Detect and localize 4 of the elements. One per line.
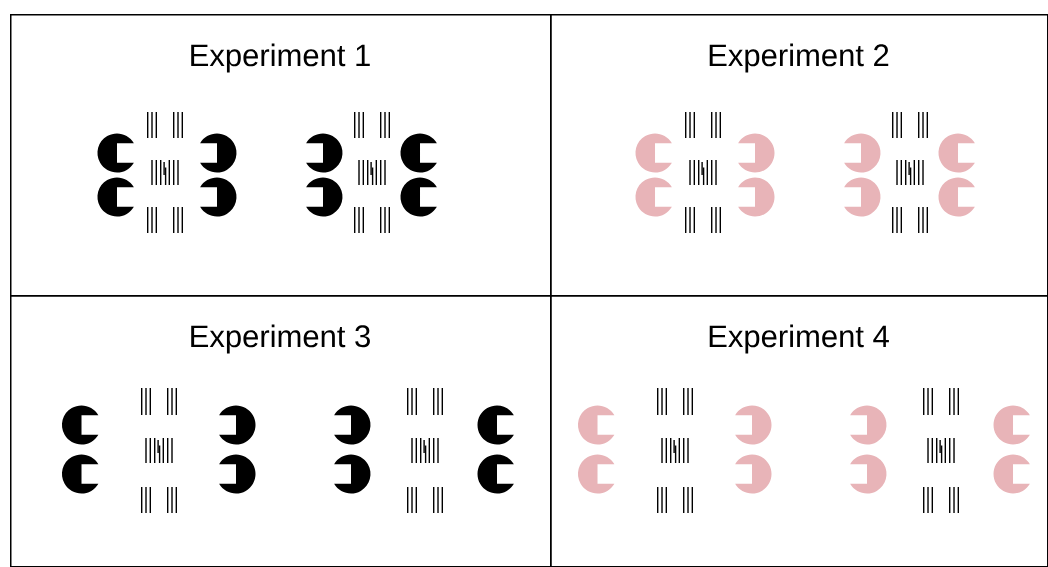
panel: Experiment 3 — [10, 295, 552, 567]
panel: Experiment 2 — [550, 14, 1048, 297]
panel: Experiment 4 — [550, 295, 1048, 567]
panel: Experiment 1 — [10, 14, 552, 297]
